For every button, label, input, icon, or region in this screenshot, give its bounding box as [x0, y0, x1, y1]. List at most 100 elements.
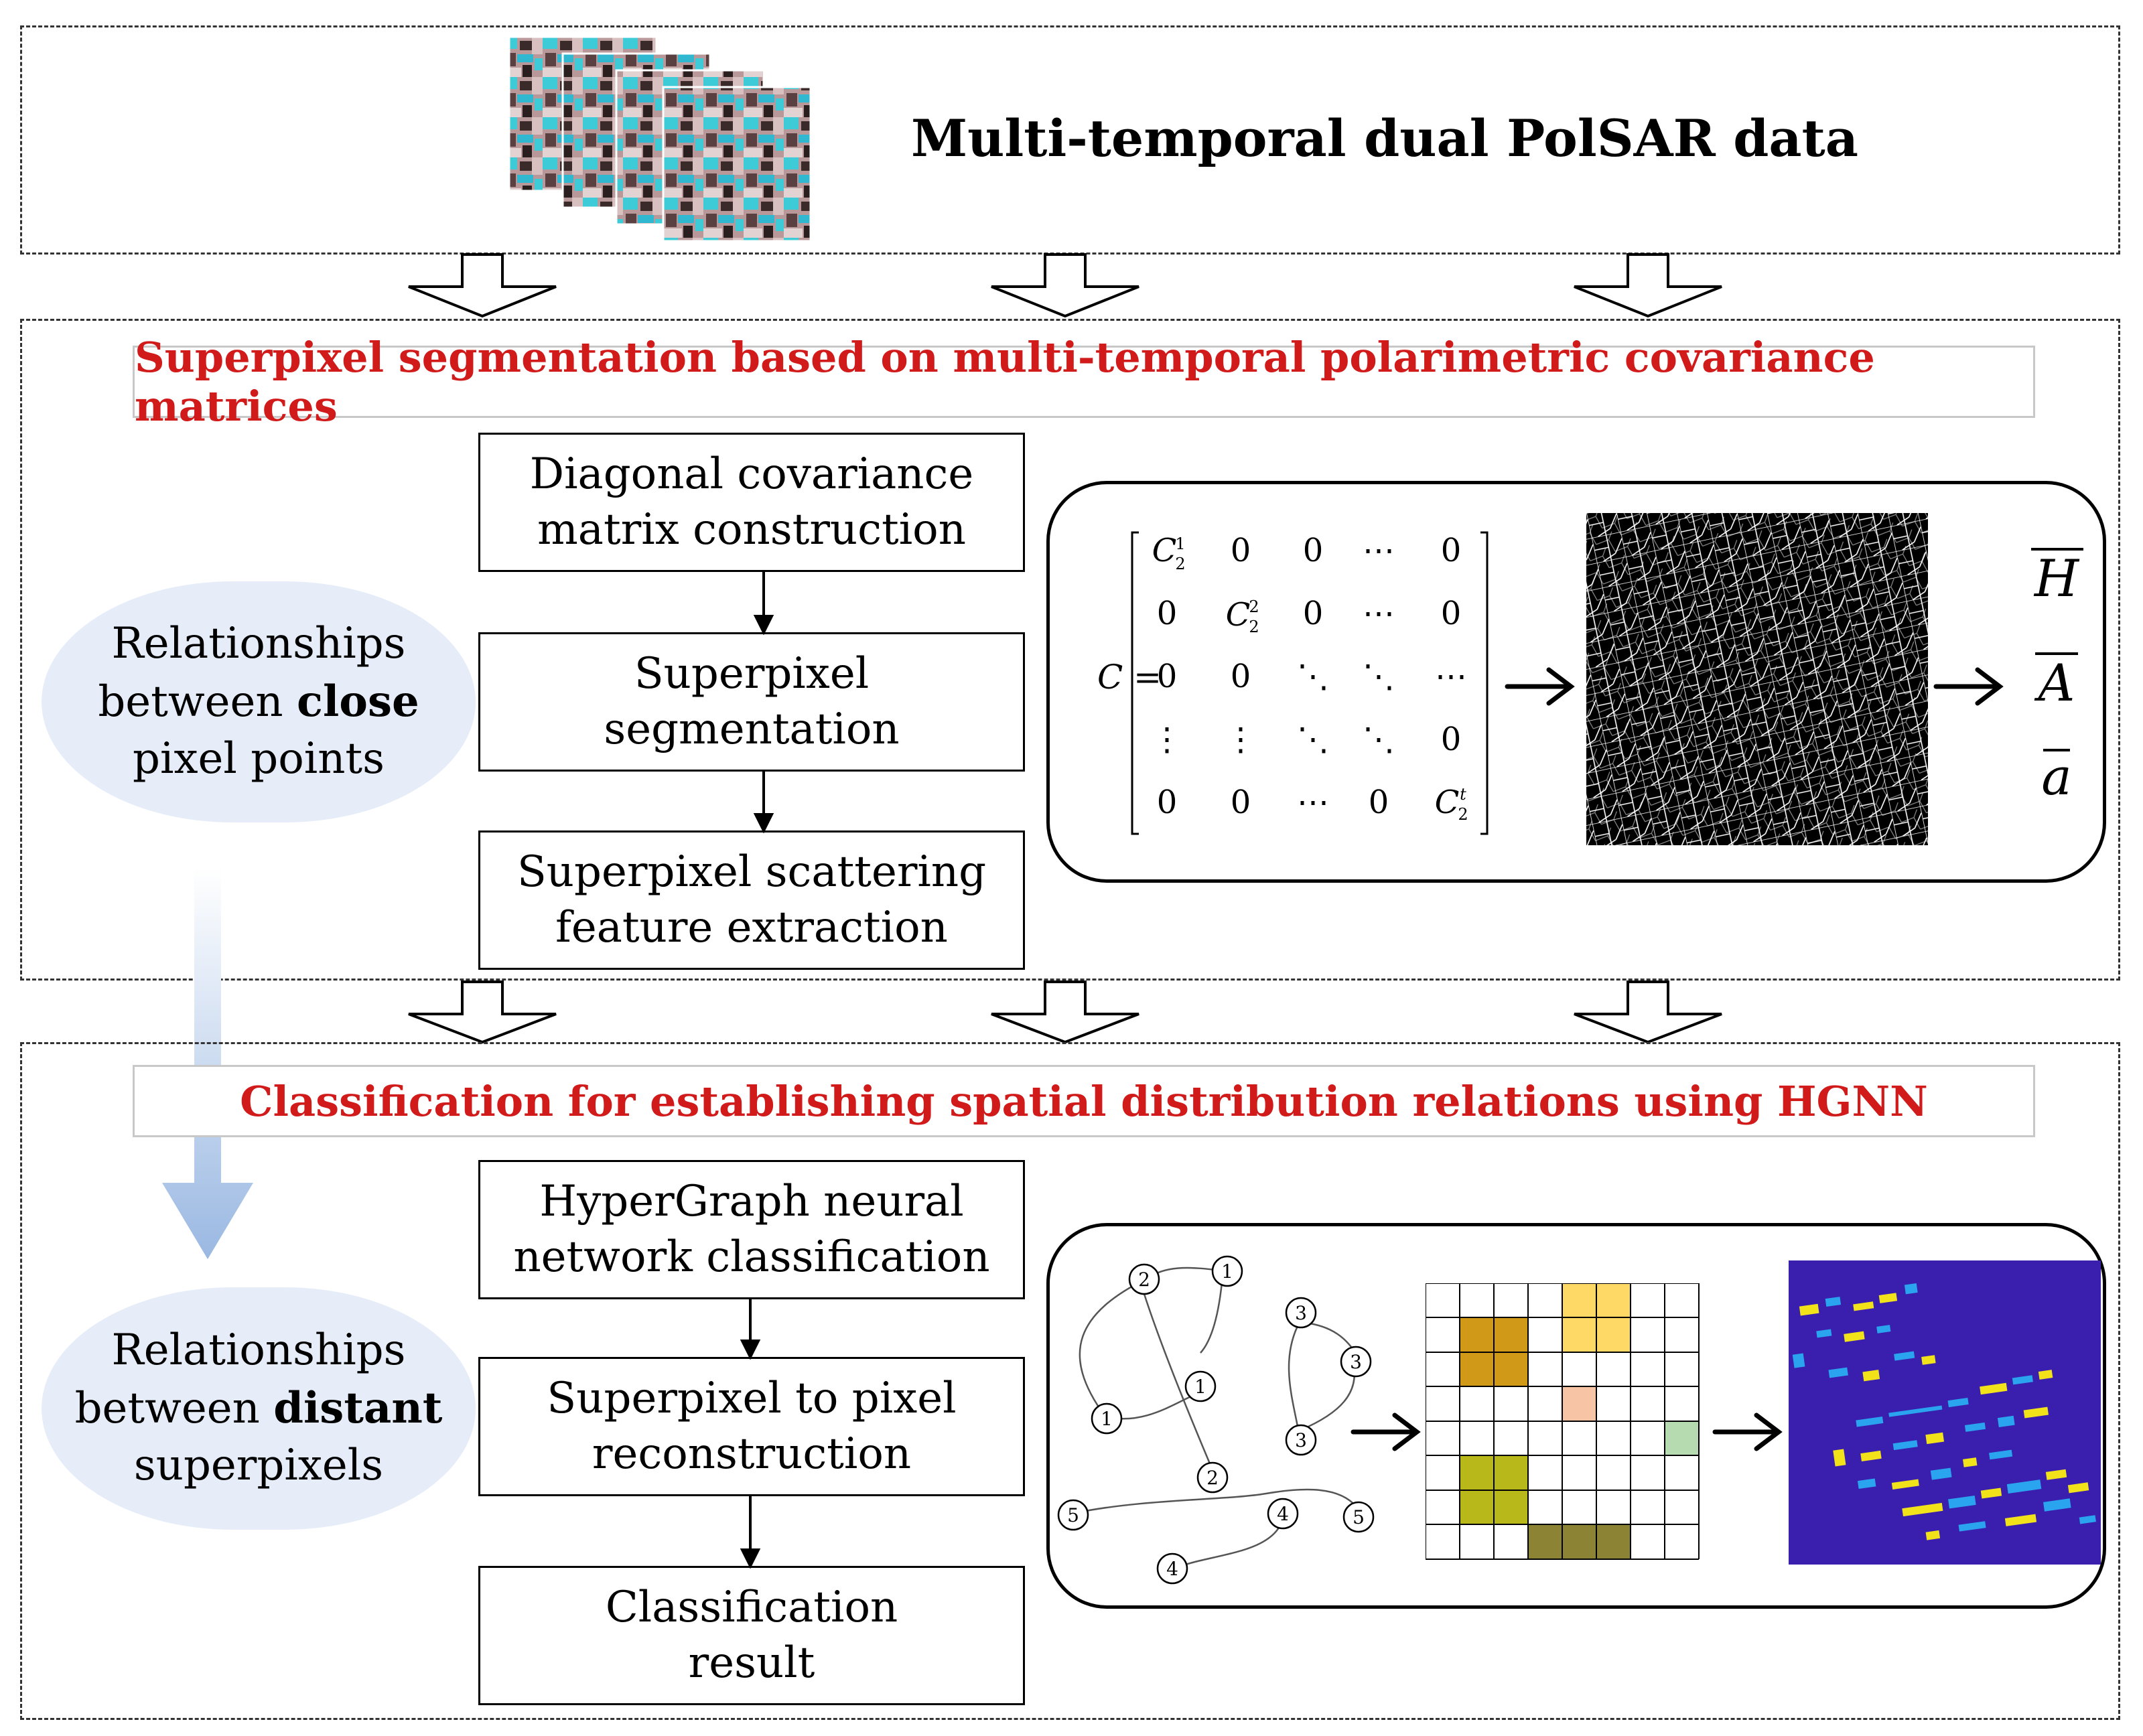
svg-text:0: 0	[1369, 784, 1389, 821]
distant-label-2: between	[74, 1383, 274, 1433]
close-relationship-bubble: Relationships between close pixel points	[42, 581, 476, 822]
svg-text:0: 0	[1157, 784, 1178, 821]
svg-text:C: C	[1435, 784, 1460, 821]
hollow-arrow-3	[1574, 253, 1722, 318]
section-hgnn-classification	[20, 1042, 2120, 1720]
svg-text:⋱: ⋱	[1297, 721, 1329, 758]
distant-label-bold: distant	[273, 1382, 443, 1433]
feature-a-lower: a	[2041, 747, 2071, 806]
svg-text:0: 0	[1441, 532, 1462, 569]
svg-text:⋯: ⋯	[1435, 658, 1467, 695]
svg-text:⋯: ⋯	[1363, 532, 1395, 569]
relationship-flow-arrow	[162, 868, 253, 1259]
distant-relationship-bubble: Relationships between distant superpixel…	[42, 1287, 476, 1530]
node-label: 2	[1138, 1269, 1150, 1291]
node-label: 4	[1277, 1503, 1289, 1525]
pixel-grid	[1426, 1283, 1700, 1560]
svg-text:0: 0	[1231, 658, 1251, 695]
svg-text:0: 0	[1441, 595, 1462, 632]
feature-a-upper: A	[2034, 653, 2075, 713]
node-3-b	[1340, 1346, 1372, 1378]
step-covariance-construction: Diagonal covariance matrix construction	[478, 433, 1025, 572]
section2-title: Classification for establishing spatial …	[133, 1065, 2035, 1137]
node-label: 1	[1194, 1376, 1206, 1398]
node-5-a	[1057, 1499, 1089, 1531]
step-superpixel-segmentation: Superpixel segmentation	[478, 632, 1025, 772]
node-3-c	[1285, 1424, 1317, 1456]
node-label: 5	[1353, 1506, 1365, 1528]
node-1-c	[1091, 1402, 1123, 1435]
feature-symbols: H A a	[2031, 548, 2083, 806]
node-label: 3	[1295, 1429, 1307, 1451]
svg-text:0: 0	[1231, 532, 1251, 569]
distant-label-3: superpixels	[133, 1441, 384, 1491]
svg-text:0: 0	[1157, 595, 1178, 632]
step-superpixel-to-pixel: Superpixel to pixel reconstruction	[478, 1357, 1025, 1496]
node-1-a	[1211, 1255, 1243, 1287]
svg-text:0: 0	[1441, 721, 1462, 758]
step-classification-result: Classification result	[478, 1566, 1025, 1705]
svg-text:C: C	[1152, 532, 1177, 569]
step-hgnn-classification: HyperGraph neural network classification	[478, 1160, 1025, 1299]
node-label: 4	[1166, 1558, 1178, 1580]
svg-text:⋯: ⋯	[1363, 595, 1395, 632]
svg-text:⋱: ⋱	[1363, 721, 1395, 758]
svg-text:⋮: ⋮	[1151, 721, 1183, 758]
superpixel-segmentation-map	[1586, 513, 1928, 845]
matrix-lhs: C =	[1097, 658, 1162, 697]
node-label: 3	[1350, 1351, 1362, 1373]
hollow-arrow-4	[408, 981, 557, 1044]
main-title: Multi-temporal dual PolSAR data	[911, 108, 1858, 168]
node-2-a	[1128, 1263, 1160, 1295]
node-label: 2	[1206, 1467, 1219, 1489]
matrix-cells: C 1 2 0 0 ⋯ 0 0 C 2 2 0 ⋯ 0 0 0 ⋱ ⋱ ⋯ ⋮ …	[1151, 532, 1468, 824]
polsar-image-stack	[508, 37, 812, 241]
svg-text:0: 0	[1303, 532, 1324, 569]
svg-text:2: 2	[1249, 618, 1259, 636]
svg-text:2: 2	[1249, 597, 1259, 616]
close-label-3: pixel points	[133, 734, 385, 784]
node-3-a	[1285, 1297, 1317, 1329]
node-1-b	[1184, 1370, 1217, 1402]
sar-image-4	[662, 86, 812, 241]
covariance-matrix: C = C 1 2 0 0 ⋯ 0 0 C 2 2 0 ⋯ 0 0 0 ⋱ ⋱ …	[1097, 531, 1489, 835]
classification-map	[1789, 1260, 2101, 1565]
hollow-arrow-5	[991, 981, 1139, 1044]
node-label: 1	[1221, 1260, 1233, 1283]
hollow-arrow-2	[991, 253, 1139, 318]
svg-text:t: t	[1460, 785, 1466, 804]
svg-text:2: 2	[1175, 555, 1185, 573]
hypergraph: 1 2 1 1 2 3 3 3 5 4 5 4	[1057, 1255, 1375, 1585]
node-label: 1	[1101, 1408, 1113, 1430]
svg-text:1: 1	[1175, 534, 1185, 553]
node-5-b	[1342, 1501, 1375, 1533]
grid-lines	[1426, 1283, 1700, 1560]
distant-label-1: Relationships	[111, 1325, 406, 1375]
close-label-bold: close	[296, 676, 419, 727]
close-label-2: between	[98, 676, 297, 727]
svg-text:0: 0	[1157, 658, 1178, 695]
covariance-matrix-panel	[1046, 481, 2106, 883]
svg-text:⋱: ⋱	[1363, 658, 1395, 695]
svg-text:⋱: ⋱	[1297, 658, 1329, 695]
svg-text:2: 2	[1458, 805, 1468, 824]
node-2-b	[1196, 1461, 1229, 1494]
node-label: 5	[1067, 1504, 1079, 1526]
step-feature-extraction: Superpixel scattering feature extraction	[478, 830, 1025, 970]
node-4-b	[1156, 1552, 1188, 1585]
close-label-1: Relationships	[111, 618, 406, 668]
svg-text:C: C	[1226, 596, 1251, 634]
svg-text:0: 0	[1303, 595, 1324, 632]
svg-text:⋮: ⋮	[1225, 721, 1257, 758]
feature-h: H	[2033, 549, 2080, 608]
svg-text:⋯: ⋯	[1297, 784, 1329, 821]
node-label: 3	[1295, 1302, 1307, 1324]
hollow-arrow-6	[1574, 981, 1722, 1044]
node-4-a	[1267, 1498, 1299, 1530]
hollow-arrow-1	[408, 253, 557, 318]
